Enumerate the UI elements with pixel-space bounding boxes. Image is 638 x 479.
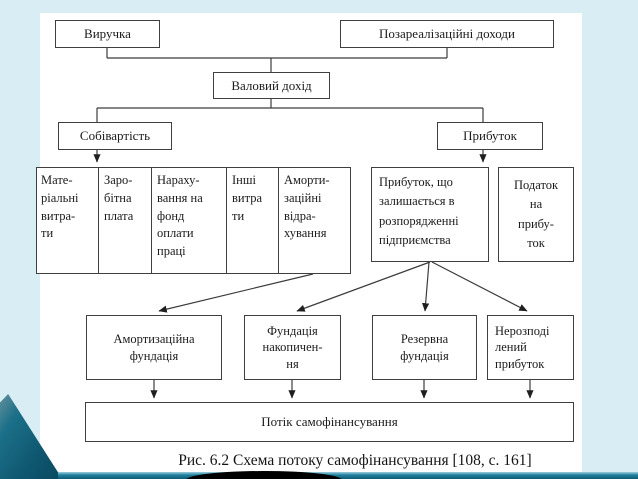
cell-payroll-fund-charges: Нараху- вання на фонд оплати праці <box>152 168 227 273</box>
figure-caption: Рис. 6.2 Схема потоку самофінансування [… <box>178 452 532 469</box>
box-self-financing-flow: Потік самофінансування <box>85 402 574 442</box>
cell-material-costs: Мате- ріальні витра- ти <box>36 168 99 273</box>
box-revenue: Виручка <box>55 20 160 48</box>
cost-items-group: Мате- ріальні витра- ти Заро- бітна плат… <box>36 167 351 274</box>
box-accumulation-fund: Фундація накопичен- ня <box>244 315 341 380</box>
bottom-ellipse-decoration <box>186 471 342 479</box>
cell-wages: Заро- бітна плата <box>99 168 152 273</box>
box-profit: Прибуток <box>437 122 543 150</box>
box-undistributed-profit: Нерозподі лений прибуток <box>487 315 574 380</box>
box-income-tax: Податок на прибу- ток <box>498 167 574 262</box>
box-reserve-fund: Резервна фундація <box>372 315 477 380</box>
box-gross-income: Валовий дохід <box>213 72 330 99</box>
box-cost-price: Собівартість <box>58 122 172 150</box>
box-depreciation-fund: Амортизаційна фундація <box>86 315 222 380</box>
cell-depreciation-deductions: Аморти- заційні відра- хування <box>284 173 330 241</box>
cell-other-costs: Інші витра ти <box>227 168 279 273</box>
box-non-operating-income: Позареалізаційні доходи <box>340 20 554 48</box>
box-retained-profit: Прибуток, що залишається в розпорядженні… <box>371 167 489 262</box>
